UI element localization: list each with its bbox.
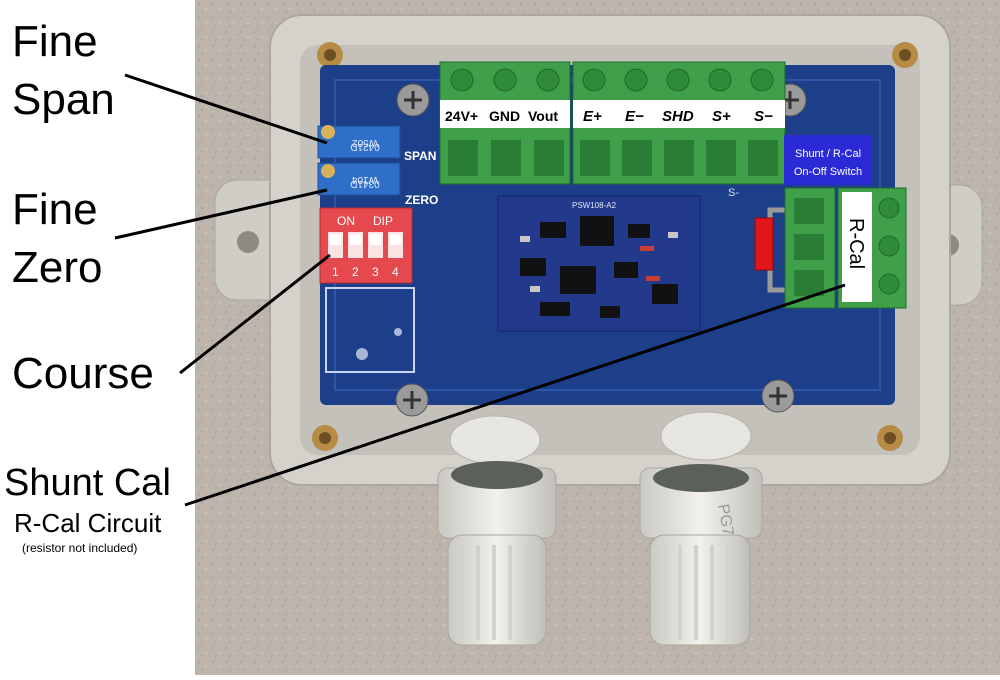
terminal-label-24v: 24V+: [445, 108, 478, 124]
rcal-terminal-block: [837, 187, 907, 309]
shunt-tag: [784, 135, 872, 185]
terminal-label-e-plus: E+: [583, 108, 602, 125]
screw-icon: [761, 379, 795, 413]
terminal-label-shd: SHD: [662, 108, 694, 125]
callout-line-span: [124, 73, 328, 145]
terminal-label-e-minus: E−: [625, 108, 644, 125]
shunt-tag-line-2: On-Off Switch: [794, 166, 862, 178]
callout-fine-span-2: Span: [12, 75, 115, 124]
signal-conditioning-module: [497, 195, 701, 332]
callout-fine-span-1: Fine: [12, 17, 98, 66]
rcal-label: R-Cal: [845, 218, 867, 269]
dip-number-2: 2: [352, 265, 359, 279]
pot-zero-lot: 0341D: [350, 178, 379, 189]
cable-gland-right: [639, 411, 763, 646]
gland-marking: PG7: [714, 503, 736, 538]
dip-on-label: ON: [337, 214, 355, 228]
rcal-resistor: [754, 217, 774, 271]
shunt-tag-line-1: Shunt / R-Cal: [795, 148, 861, 160]
zero-potentiometer: [317, 162, 401, 196]
callout-line-course: [179, 253, 331, 375]
module-code: PSW108-A2: [572, 201, 617, 210]
cable-gland-left: [437, 415, 557, 646]
pot-span-lot: 0421D: [350, 141, 379, 152]
screw-icon: [395, 383, 429, 417]
coarse-pad-area: [325, 287, 415, 373]
dip-label: DIP: [373, 214, 393, 228]
silk-s-minus: S-: [728, 187, 739, 199]
terminal-label-s-minus: S−: [754, 108, 773, 125]
power-terminal-block: [439, 61, 571, 185]
callout-rcal-circuit: R-Cal Circuit: [14, 508, 162, 538]
terminal-label-vout: Vout: [528, 108, 558, 124]
pot-span-code: W502: [352, 137, 379, 148]
callout-line-zero: [114, 188, 328, 240]
dip-number-1: 1: [332, 265, 339, 279]
mounting-hole-left: [237, 231, 259, 253]
callout-shunt-cal: Shunt Cal: [4, 462, 171, 504]
dip-number-3: 3: [372, 265, 379, 279]
callout-line-shunt: [184, 283, 846, 507]
dip-switch: [319, 207, 413, 284]
callout-fine-zero-1: Fine: [12, 185, 98, 234]
terminal-label-gnd: GND: [489, 108, 520, 124]
dip-number-4: 4: [392, 265, 399, 279]
screw-icon: [396, 83, 430, 117]
silk-zero: ZERO: [405, 193, 438, 207]
terminal-label-s-plus: S+: [712, 108, 731, 125]
callout-resistor-note: (resistor not included): [22, 541, 138, 555]
shunt-switch-terminal: [784, 187, 836, 309]
pot-zero-code: W104: [352, 174, 379, 185]
silk-span: SPAN: [404, 149, 436, 163]
signal-terminal-block: [572, 61, 786, 185]
callout-fine-zero-2: Zero: [12, 243, 103, 292]
span-potentiometer: [317, 125, 401, 159]
callout-course: Course: [12, 349, 154, 398]
